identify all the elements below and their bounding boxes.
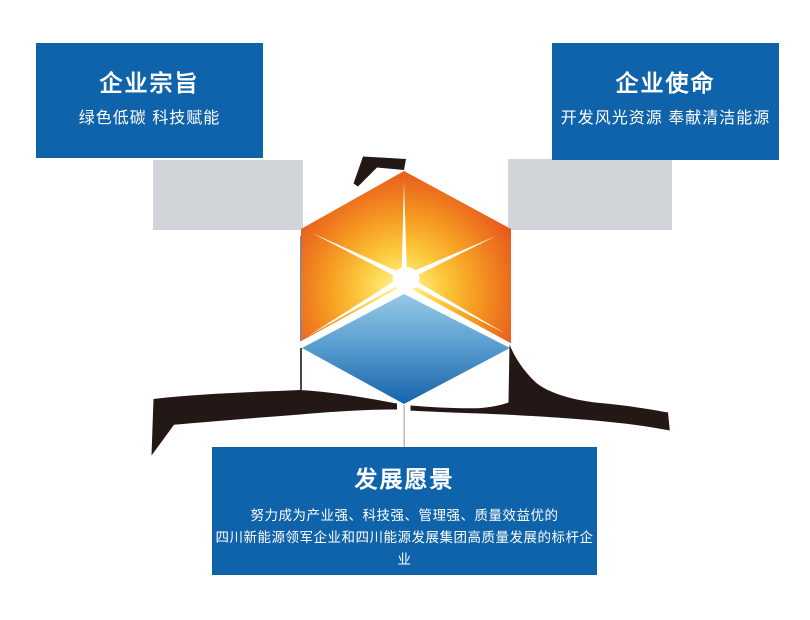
purpose-title: 企业宗旨 (99, 70, 200, 96)
star-ray-up (401, 182, 407, 278)
star-ray-lower-right (403, 275, 506, 334)
sun-hexagon (301, 171, 511, 405)
blue-sail-diamond (302, 294, 510, 404)
star-ray-upper-left (312, 233, 407, 281)
vision-line-1: 努力成为产业强、科技强、管理强、质量效益优的 (250, 508, 559, 523)
connector-bar-right (508, 159, 672, 230)
mission-title: 企业使命 (615, 70, 716, 96)
card-development-vision: 发展愿景 努力成为产业强、科技强、管理强、质量效益优的 四川新能源领军企业和四川… (212, 447, 597, 575)
brush-swoosh-right (410, 344, 670, 431)
white-star-icon (308, 182, 506, 336)
mission-subtitle: 开发风光资源 奉献清洁能源 (560, 110, 771, 127)
vision-body: 努力成为产业强、科技强、管理强、质量效益优的 四川新能源领军企业和四川能源发展集… (212, 505, 597, 571)
brush-tick-left (300, 348, 302, 390)
star-center (392, 267, 420, 291)
brush-swoosh-left (151, 390, 397, 456)
connector-bar-left (153, 160, 303, 230)
brush-stroke-top (353, 156, 406, 187)
card-company-mission: 企业使命 开发风光资源 奉献清洁能源 (552, 43, 779, 160)
star-ray-lower-left (308, 275, 407, 336)
sail-white-outline (292, 285, 516, 410)
star-ray-upper-right (403, 236, 496, 281)
vision-line-2: 四川新能源领军企业和四川能源发展集团高质量发展的标杆企业 (215, 530, 594, 567)
card-company-purpose: 企业宗旨 绿色低碳 科技赋能 (36, 43, 263, 158)
vision-title: 发展愿景 (354, 466, 455, 492)
purpose-subtitle: 绿色低碳 科技赋能 (78, 110, 221, 127)
